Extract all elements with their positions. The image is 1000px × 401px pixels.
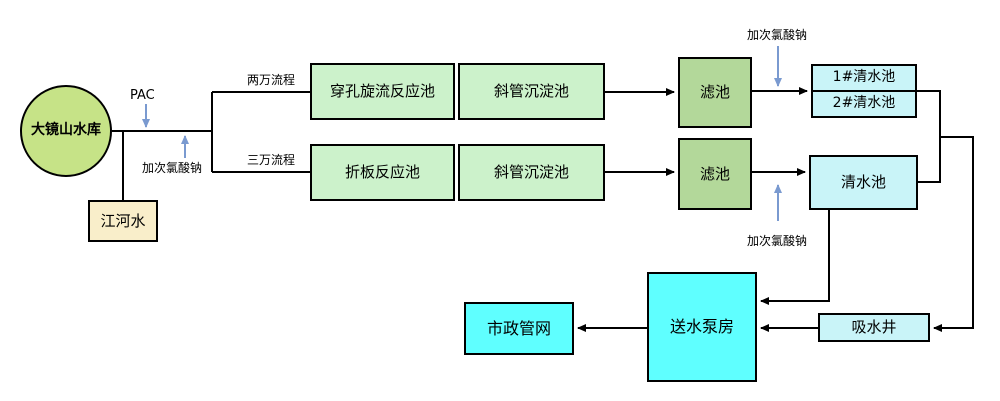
label-flow-20k: 两万流程 xyxy=(247,73,296,87)
node-inclined-tube-settler-top: 斜管沉淀池 xyxy=(458,63,605,120)
node-filter-top: 滤池 xyxy=(678,57,752,128)
label-naclo-top-right: 加次氯酸钠 xyxy=(747,28,808,42)
arrow-cleartanks-to-suction xyxy=(933,136,974,332)
node-folded-plate-reactor: 折板反应池 xyxy=(310,144,455,201)
node-clear-tank-2: 2#清水池 xyxy=(811,90,917,118)
node-perforated-swirl-reactor: 穿孔旋流反应池 xyxy=(310,63,455,120)
label-naclo-bottom-right: 加次氯酸钠 xyxy=(747,234,808,248)
line-cleartanks-join xyxy=(917,90,941,183)
arrow-clearmain-to-pump xyxy=(760,210,830,305)
node-suction-well: 吸水井 xyxy=(818,313,930,342)
node-clear-tank-1: 1#清水池 xyxy=(811,64,917,92)
node-filter-bottom: 滤池 xyxy=(678,138,752,210)
label-naclo-left: 加次氯酸钠 xyxy=(142,161,203,175)
node-municipal-network: 市政管网 xyxy=(464,302,574,355)
label-pac: PAC xyxy=(130,88,155,103)
node-pump-house: 送水泵房 xyxy=(647,272,757,382)
node-reservoir: 大镜山水库 xyxy=(20,85,112,177)
node-clear-tank-main: 清水池 xyxy=(809,155,918,210)
node-river-water: 江河水 xyxy=(88,200,158,242)
label-flow-30k: 三万流程 xyxy=(247,153,296,167)
node-inclined-tube-settler-bottom: 斜管沉淀池 xyxy=(458,144,605,201)
